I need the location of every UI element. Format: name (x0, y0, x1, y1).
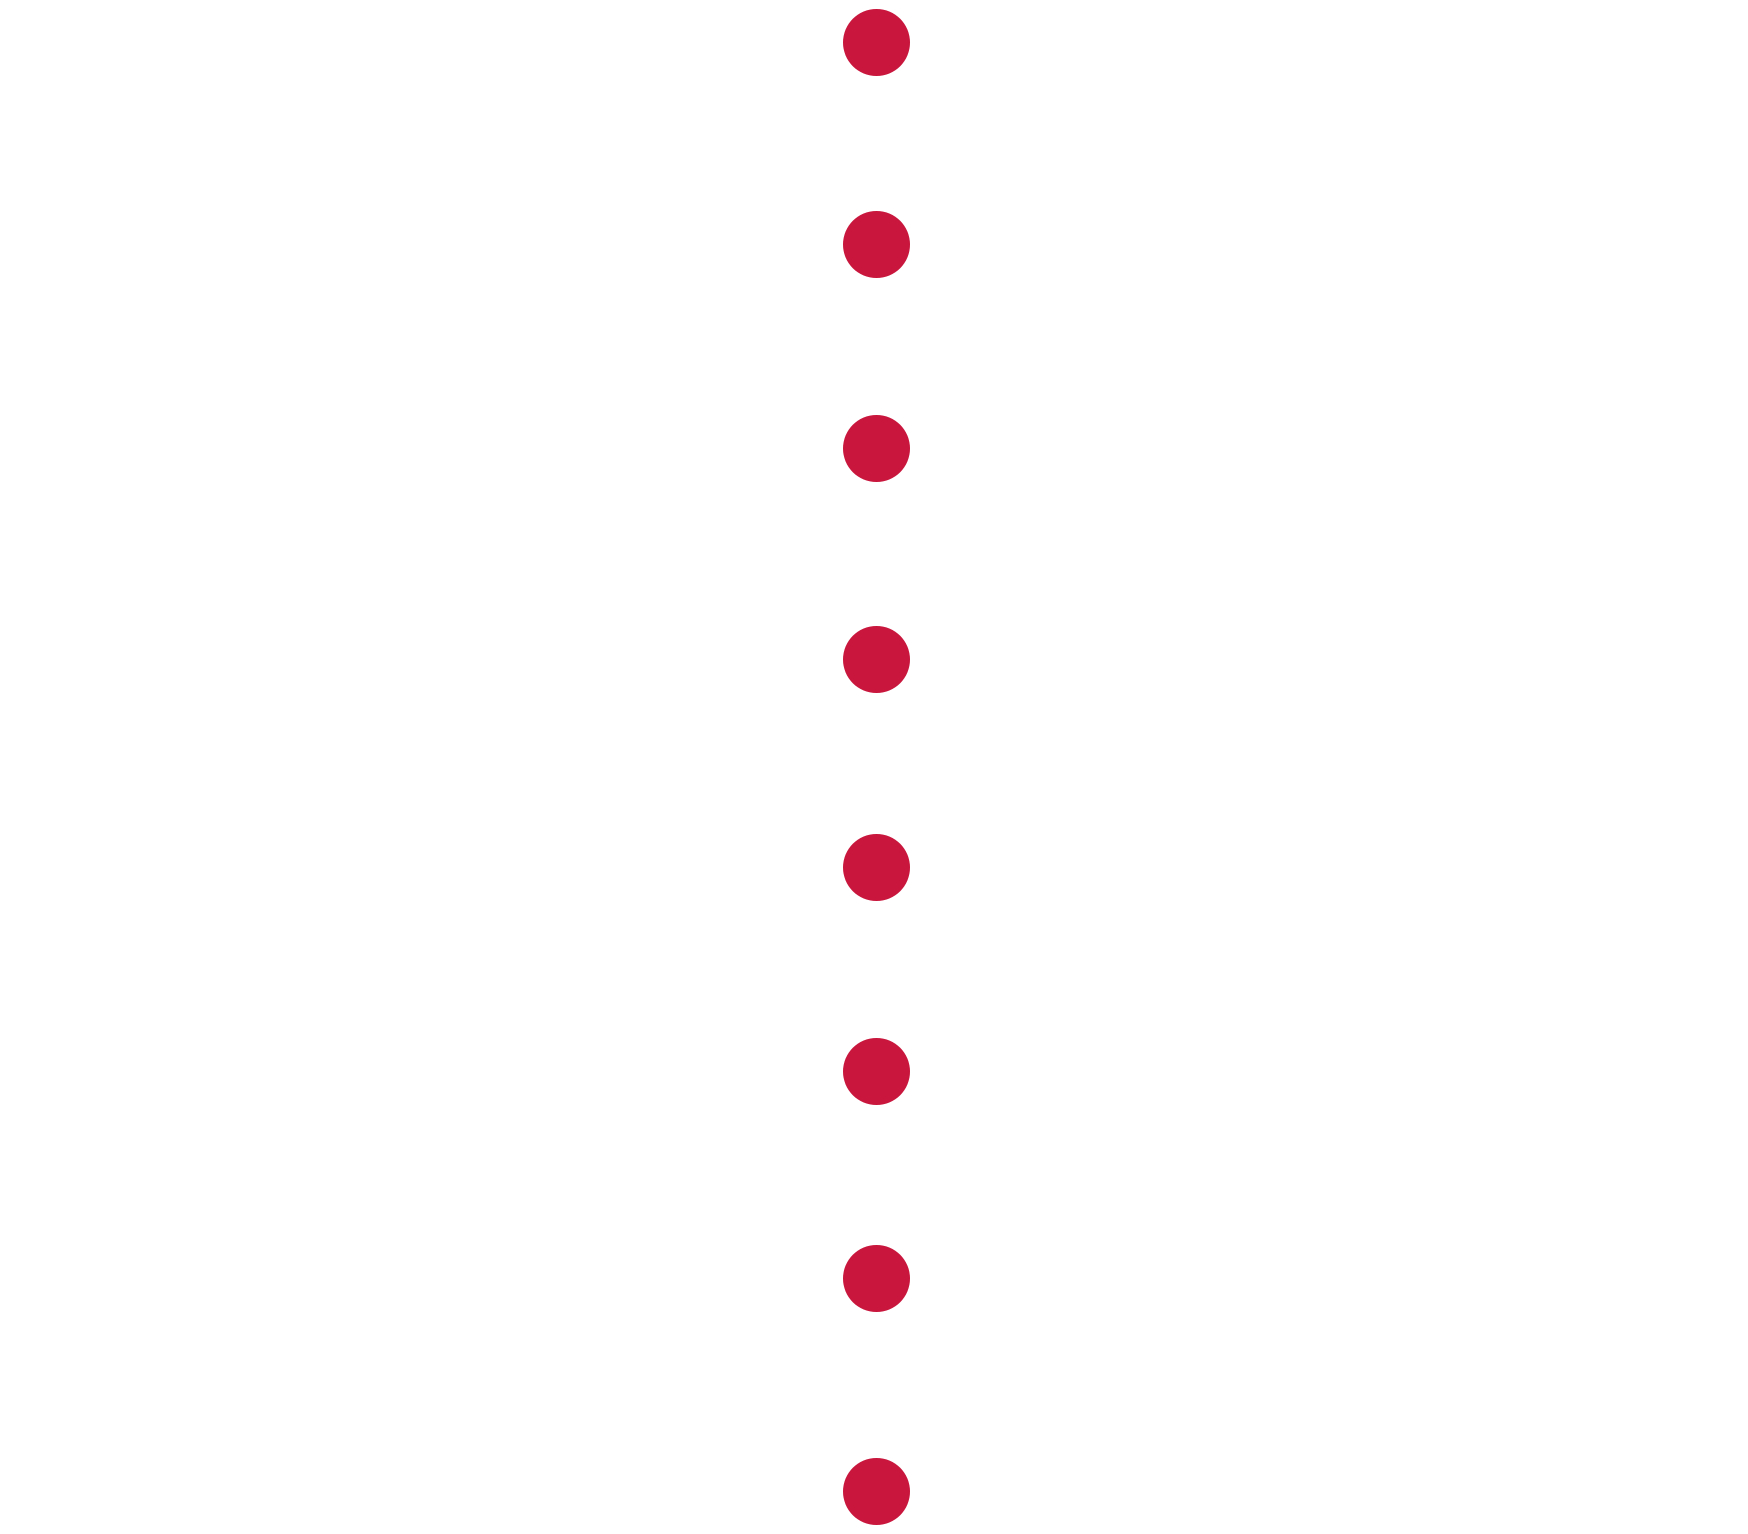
dot (843, 834, 910, 901)
dot (843, 626, 910, 693)
dot (843, 1458, 910, 1525)
dot (843, 1245, 910, 1312)
dot (843, 211, 910, 278)
dot (843, 9, 910, 76)
dot (843, 1038, 910, 1105)
dot (843, 415, 910, 482)
